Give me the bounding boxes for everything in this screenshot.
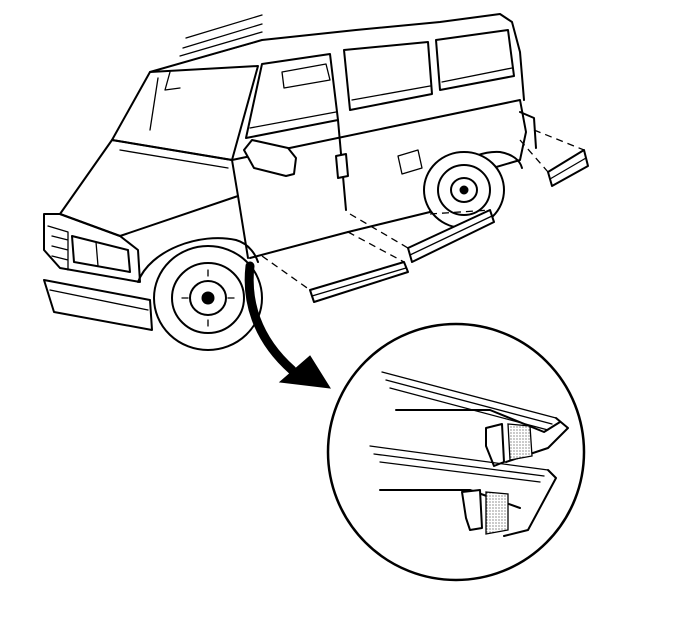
door-handle	[335, 153, 349, 179]
projection-lines	[261, 129, 585, 291]
roof-rack-rails	[177, 14, 263, 65]
door-beltline	[249, 111, 337, 129]
hood	[59, 139, 239, 237]
rocker-front	[249, 231, 349, 259]
fuel-door	[397, 149, 423, 175]
detail-magnifier	[326, 322, 586, 582]
side-mirror	[243, 139, 297, 177]
side-window-middle	[343, 41, 433, 111]
side-window-rear	[435, 29, 515, 91]
front-door-edge	[237, 195, 249, 259]
seat-headrest	[281, 63, 331, 89]
roof-line	[149, 13, 525, 101]
rear-corner	[519, 111, 537, 149]
grille	[47, 225, 69, 271]
rocker-mid	[347, 211, 431, 233]
molding-front	[309, 261, 409, 303]
windshield-frame	[111, 65, 259, 161]
detail-molding-lower	[369, 445, 557, 537]
molding-middle	[407, 209, 495, 263]
front-bumper	[43, 279, 153, 331]
windshield-wiper	[149, 77, 159, 131]
front-door-window	[245, 53, 339, 139]
body-side-upper	[231, 99, 527, 171]
mirror-rear-view	[164, 71, 181, 91]
van-body	[43, 13, 537, 331]
front-wheel-arch	[137, 237, 259, 283]
detail-molding-upper	[381, 371, 569, 467]
molding-rear	[547, 149, 589, 187]
front-wheel	[153, 245, 263, 351]
hood-crease	[119, 149, 229, 169]
front-fascia	[43, 213, 141, 283]
headlamp-divider	[95, 241, 99, 267]
callout-arrow	[244, 261, 331, 389]
bumper-strip	[49, 289, 149, 311]
window-sill-lines	[351, 67, 513, 101]
headlamp	[71, 235, 131, 273]
